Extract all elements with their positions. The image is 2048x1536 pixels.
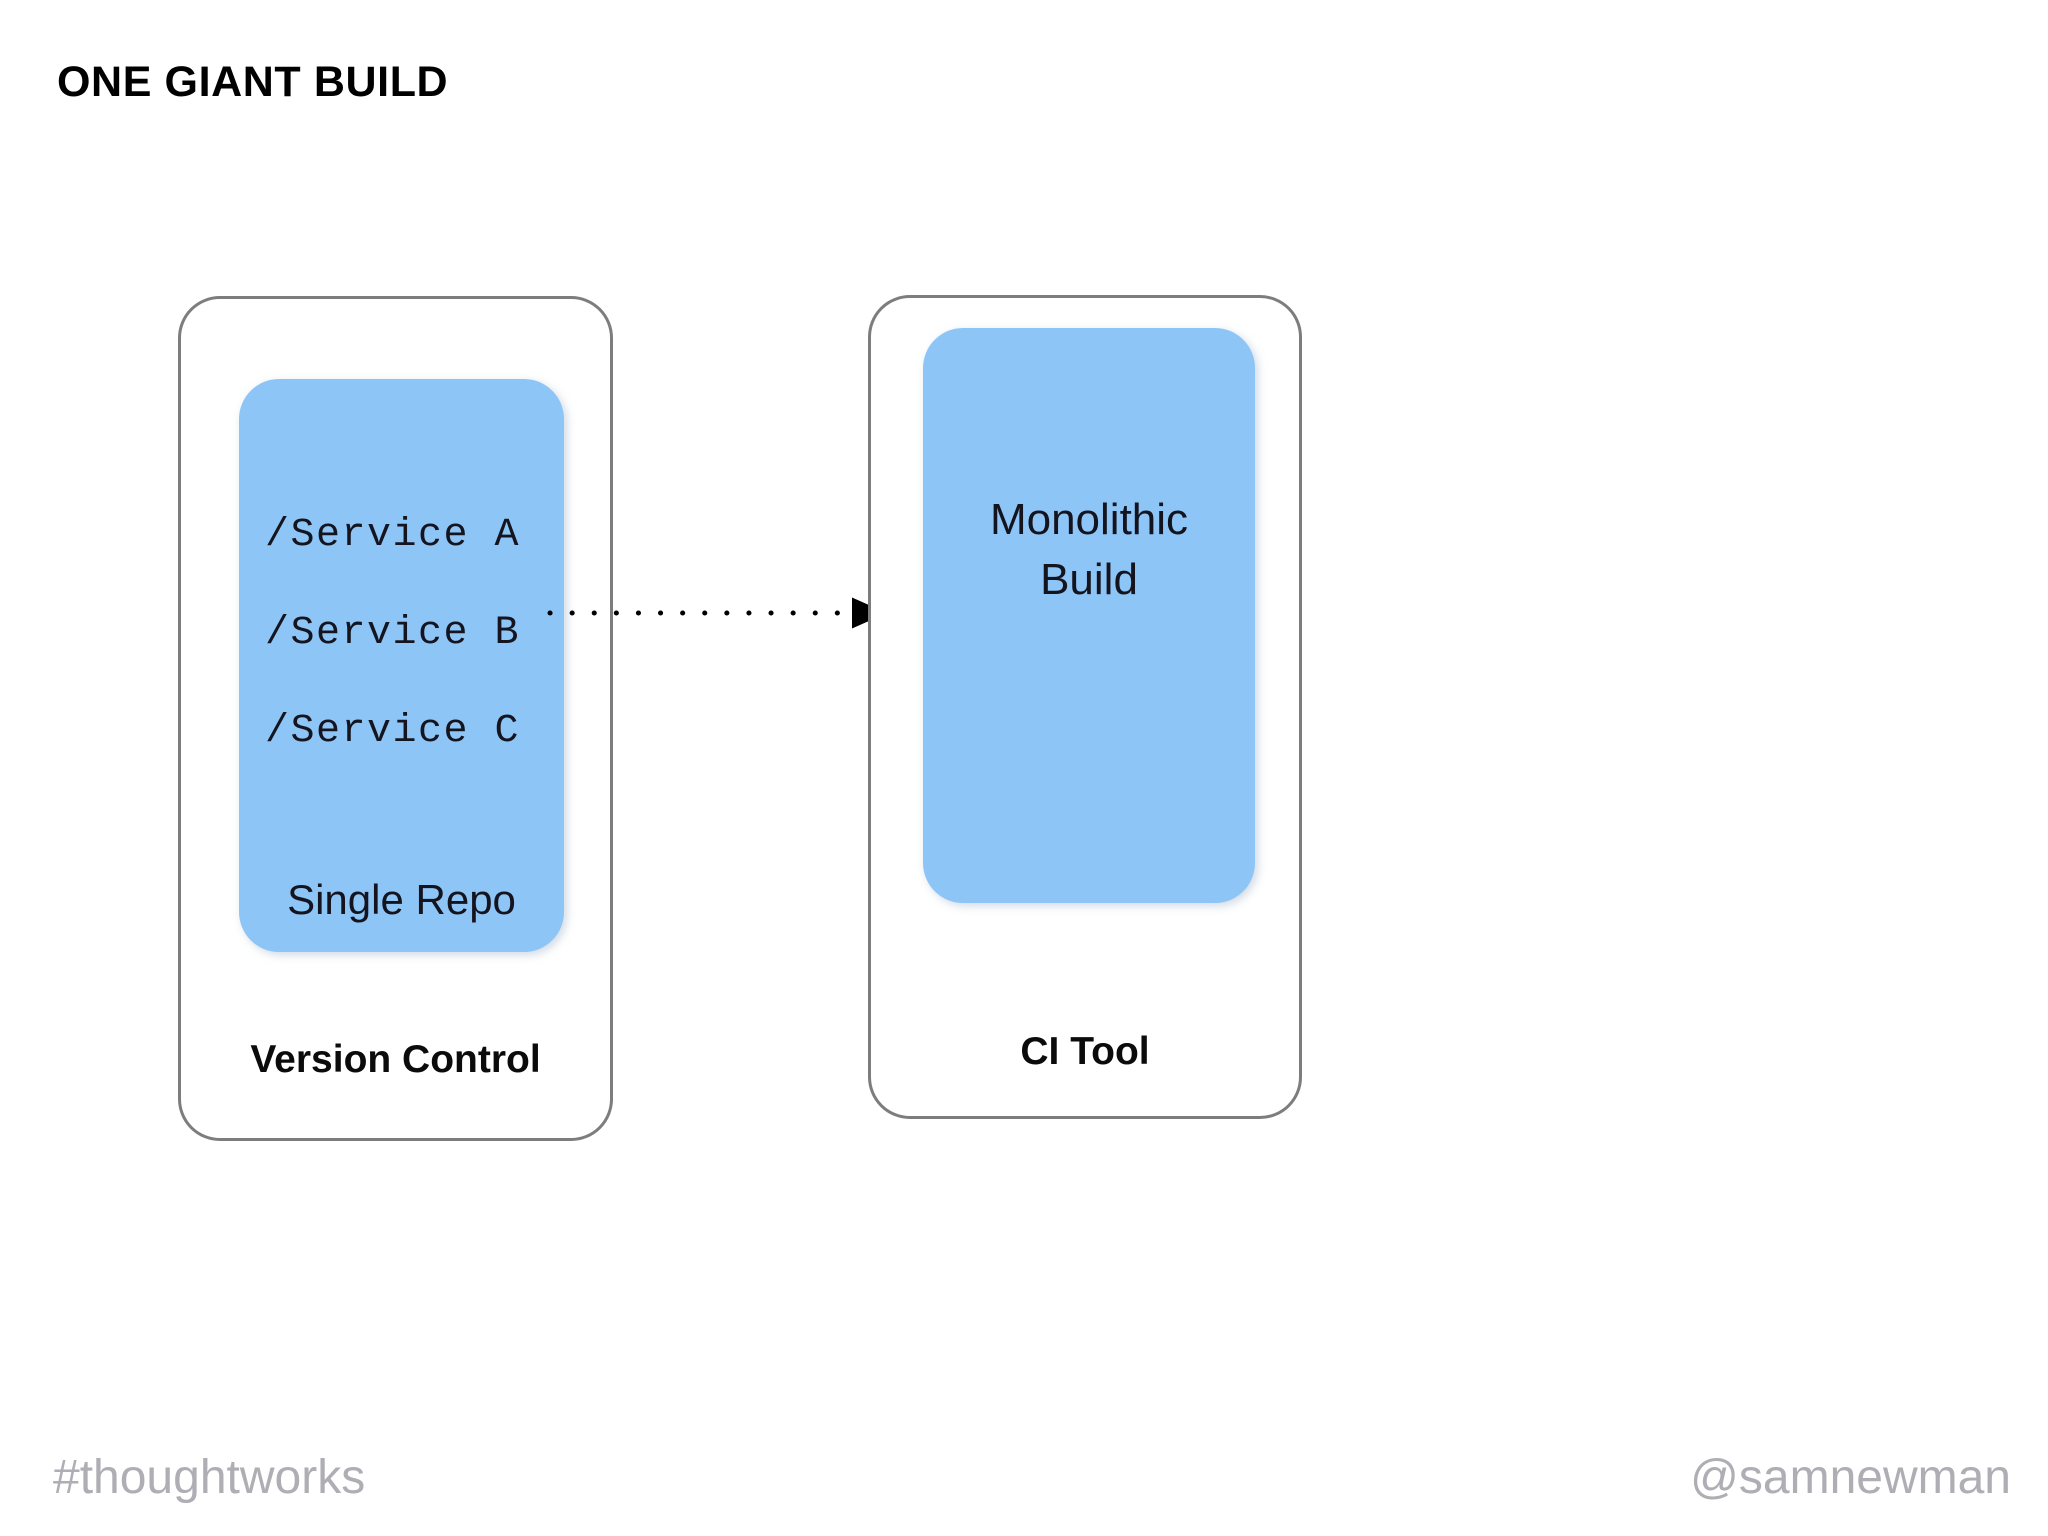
version-control-card[interactable]: /Service A /Service B /Service C Single … [178,296,613,1141]
list-item: /Service C [265,709,521,754]
list-item: /Service A [265,513,521,558]
list-item: /Service B [265,611,521,656]
footer-handle: @samnewman [1690,1451,2011,1504]
version-control-label: Version Control [250,1038,541,1081]
single-repo-caption: Single Repo [287,876,516,923]
monolithic-build-label: Monolithic Build [923,490,1255,610]
ci-tool-card[interactable]: Monolithic Build CI Tool [868,295,1302,1119]
single-repo-box[interactable]: /Service A /Service B /Service C Single … [239,379,564,952]
ci-tool-label: CI Tool [1020,1030,1150,1073]
monolithic-build-label-line1: Monolithic [989,495,1189,544]
monolithic-build-box[interactable]: Monolithic Build [923,328,1255,903]
repo-listing: /Service A /Service B /Service C [265,487,590,781]
page-title: ONE GIANT BUILD [57,58,449,106]
monolithic-build-label-line2: Build [1040,555,1138,604]
footer-hashtag: #thoughtworks [53,1451,366,1504]
